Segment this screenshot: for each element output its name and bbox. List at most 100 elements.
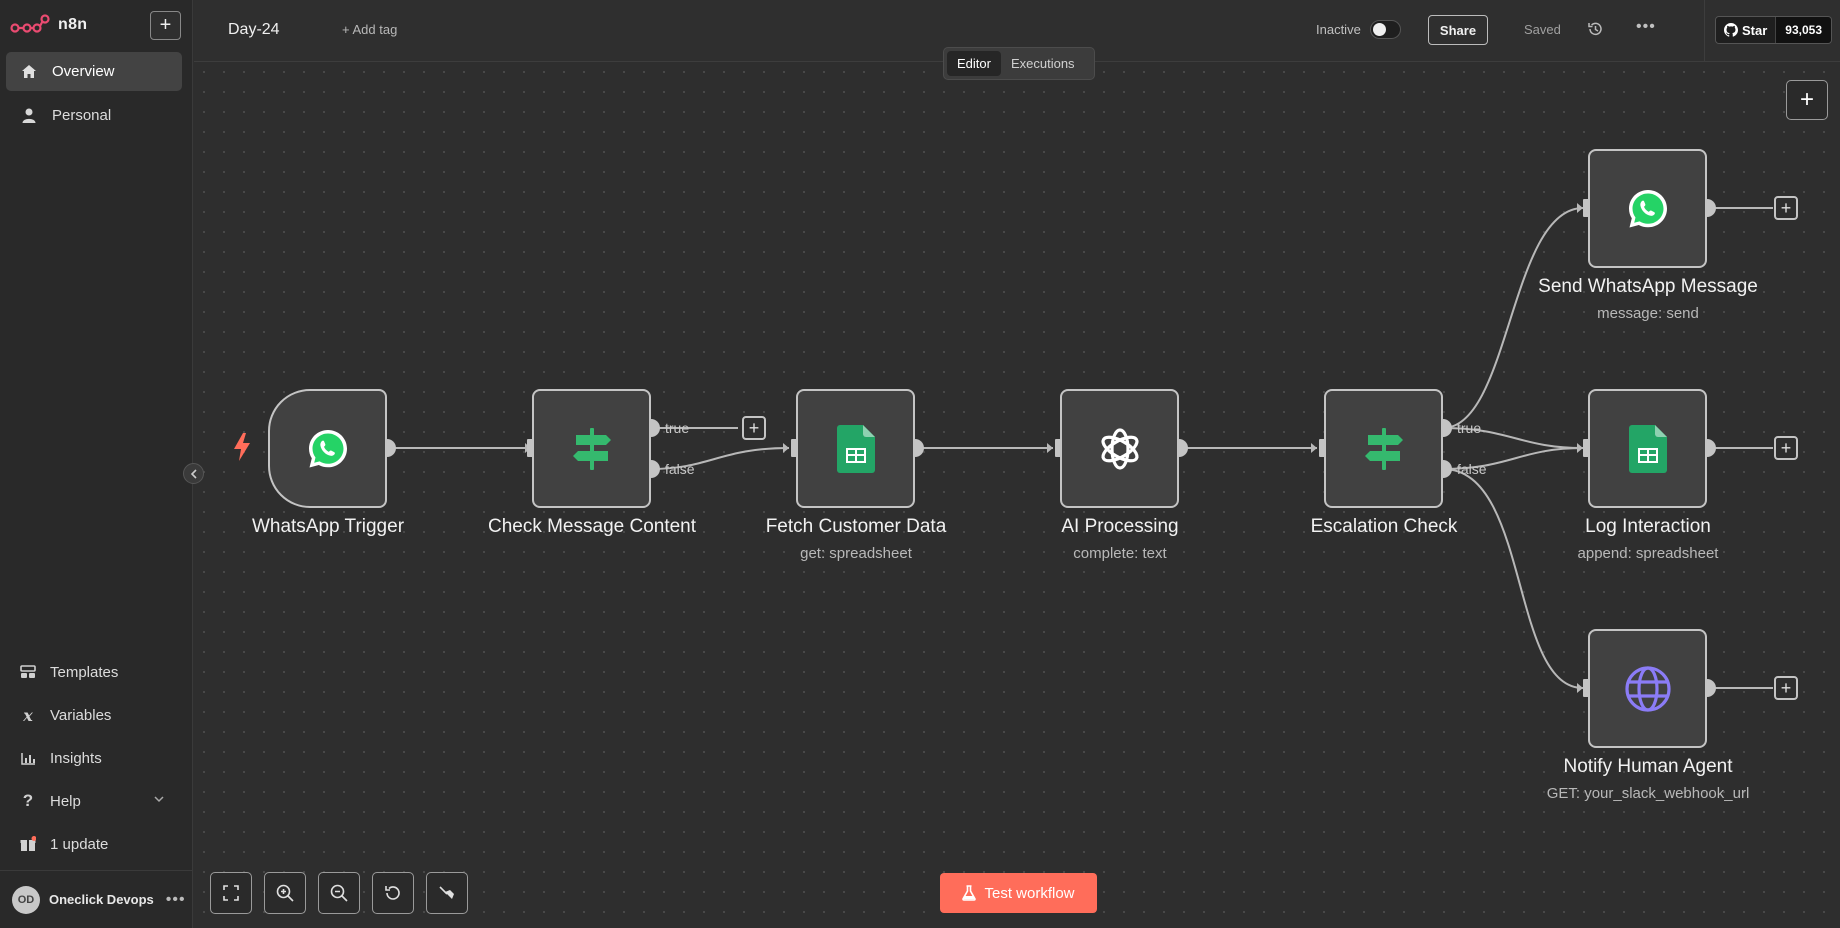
node-fetch-customer-data[interactable] xyxy=(796,389,915,508)
add-node-plus-button[interactable]: + xyxy=(1774,196,1798,220)
add-node-button[interactable]: + xyxy=(1786,80,1828,120)
collapse-sidebar-button[interactable] xyxy=(183,463,204,484)
github-star-label: Star xyxy=(1742,22,1768,38)
tidy-up-button[interactable] xyxy=(426,872,468,914)
share-button[interactable]: Share xyxy=(1428,15,1488,45)
sidebar-item-insights[interactable]: Insights xyxy=(6,740,182,776)
add-node-plus-button[interactable]: + xyxy=(1774,676,1798,700)
github-star-count: 93,053 xyxy=(1775,17,1831,43)
sidebar-item-personal[interactable]: Personal xyxy=(6,96,182,135)
add-tag-link[interactable]: + Add tag xyxy=(342,22,398,37)
templates-icon xyxy=(18,665,38,679)
workflow-name[interactable]: Day-24 xyxy=(228,21,280,38)
flask-icon xyxy=(962,885,977,901)
active-toggle[interactable] xyxy=(1370,20,1401,39)
node-title: Escalation Check xyxy=(1310,516,1458,537)
sidebar: n8n + Overview Personal Templates x Vari… xyxy=(0,0,193,928)
sidebar-item-updates[interactable]: 1 update xyxy=(6,826,182,862)
more-options-icon[interactable]: ••• xyxy=(1636,18,1656,35)
github-section: Star 93,053 xyxy=(1704,0,1840,61)
port-label-true: true xyxy=(1457,420,1482,436)
user-menu[interactable]: OD Oneclick Devops ••• xyxy=(0,870,193,928)
more-icon[interactable]: ••• xyxy=(165,890,186,908)
node-subtitle: complete: text xyxy=(1073,545,1167,562)
port-label-false: false xyxy=(1457,461,1487,477)
sidebar-item-label: Insights xyxy=(50,749,102,767)
node-title: WhatsApp Trigger xyxy=(251,516,405,537)
n8n-logo-icon xyxy=(10,14,50,33)
test-workflow-button[interactable]: Test workflow xyxy=(940,873,1097,913)
broom-icon xyxy=(439,886,454,899)
node-title: Check Message Content xyxy=(487,516,697,537)
home-icon xyxy=(18,64,40,79)
add-node-plus-button[interactable]: + xyxy=(1774,436,1798,460)
whatsapp-icon xyxy=(308,429,347,467)
whatsapp-icon xyxy=(1628,189,1667,227)
node-ai-processing[interactable] xyxy=(1060,389,1179,508)
tab-executions[interactable]: Executions xyxy=(1010,56,1075,71)
zoom-out-icon xyxy=(330,884,348,902)
history-icon[interactable] xyxy=(1587,21,1603,37)
node-title: AI Processing xyxy=(1061,516,1179,537)
header: Day-24 + Add tag Inactive Share Saved ••… xyxy=(194,0,1840,62)
sidebar-item-label: Personal xyxy=(52,107,112,124)
node-subtitle: GET: your_slack_webhook_url xyxy=(1546,785,1750,802)
chevron-down-icon[interactable] xyxy=(154,796,164,803)
node-title: Send WhatsApp Message xyxy=(1538,276,1758,297)
node-send-whatsapp-message[interactable] xyxy=(1588,149,1707,268)
reset-zoom-button[interactable] xyxy=(372,872,414,914)
trigger-bolt-icon xyxy=(234,433,250,461)
zoom-out-button[interactable] xyxy=(318,872,360,914)
zoom-in-button[interactable] xyxy=(264,872,306,914)
globe-icon xyxy=(1624,665,1671,712)
reset-icon xyxy=(385,886,400,900)
node-whatsapp-trigger[interactable] xyxy=(268,389,387,508)
chevron-left-icon xyxy=(190,468,197,479)
help-icon: ? xyxy=(22,791,34,810)
node-escalation-check[interactable] xyxy=(1324,389,1443,508)
user-name: Oneclick Devops xyxy=(49,892,154,907)
sidebar-item-help[interactable]: ? Help xyxy=(6,783,182,819)
app-name: n8n xyxy=(58,16,88,33)
node-subtitle: get: spreadsheet xyxy=(800,545,912,562)
github-star-button[interactable]: Star 93,053 xyxy=(1715,16,1832,44)
node-title: Log Interaction xyxy=(1585,516,1711,537)
create-button[interactable]: + xyxy=(150,11,181,40)
google-sheets-icon xyxy=(1628,424,1667,473)
add-node-plus-button[interactable]: + xyxy=(742,416,766,440)
zoom-to-fit-button[interactable] xyxy=(210,872,252,914)
test-workflow-label: Test workflow xyxy=(984,884,1075,902)
node-title: Fetch Customer Data xyxy=(765,516,947,537)
node-check-message-content[interactable] xyxy=(532,389,651,508)
zoom-in-icon xyxy=(276,884,294,902)
sidebar-item-overview[interactable]: Overview xyxy=(6,52,182,91)
node-subtitle: message: send xyxy=(1597,305,1699,322)
sidebar-item-templates[interactable]: Templates xyxy=(6,654,182,690)
sidebar-item-label: 1 update xyxy=(50,835,109,853)
saved-status: Saved xyxy=(1524,22,1561,37)
node-notify-human-agent[interactable] xyxy=(1588,629,1707,748)
if-signpost-icon xyxy=(1364,427,1403,470)
node-subtitle: append: spreadsheet xyxy=(1577,545,1719,562)
avatar: OD xyxy=(12,885,40,914)
github-icon xyxy=(1724,23,1738,37)
view-tabs: Editor Executions xyxy=(943,47,1095,80)
node-title: Notify Human Agent xyxy=(1563,756,1733,777)
sidebar-item-label: Help xyxy=(50,792,81,810)
status-label: Inactive xyxy=(1316,22,1361,37)
sidebar-item-variables[interactable]: x Variables xyxy=(6,697,182,733)
person-icon xyxy=(18,108,40,123)
sidebar-item-label: Variables xyxy=(50,706,112,724)
tab-editor[interactable]: Editor xyxy=(947,51,1001,76)
insights-icon xyxy=(18,752,38,765)
port-label-false: false xyxy=(665,461,695,477)
fit-view-icon xyxy=(223,885,239,901)
if-signpost-icon xyxy=(572,427,611,470)
node-log-interaction[interactable] xyxy=(1588,389,1707,508)
port-label-true: true xyxy=(665,420,690,436)
gift-icon xyxy=(18,836,38,852)
sidebar-item-label: Templates xyxy=(50,663,119,681)
logo[interactable]: n8n xyxy=(0,0,192,50)
openai-icon xyxy=(1100,427,1139,470)
variables-icon: x xyxy=(23,705,33,725)
